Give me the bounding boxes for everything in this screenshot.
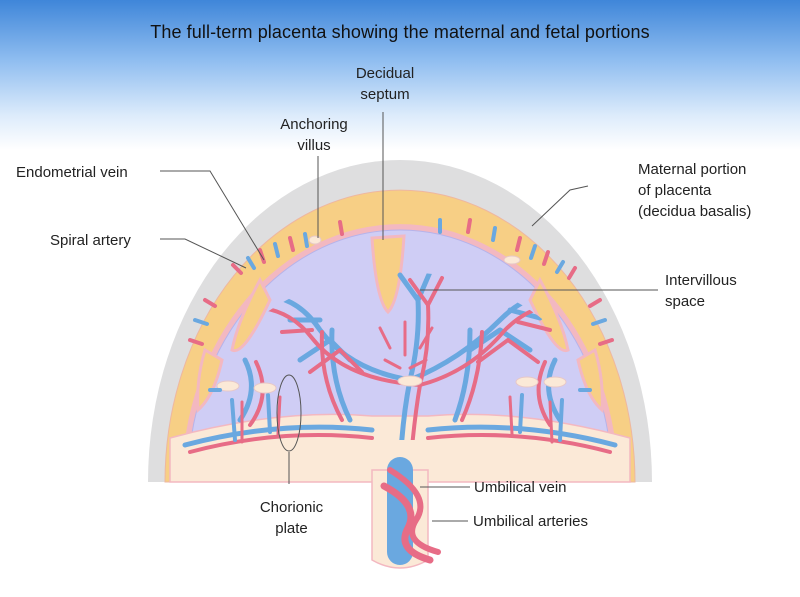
- label-chorionic-plate: Chorionic plate: [259, 499, 324, 537]
- umbilical-artery-2: [387, 467, 441, 555]
- label-spiral-artery: Spiral artery: [50, 232, 131, 249]
- label-maternal-portion: Maternal portion of placenta (decidua ba…: [638, 161, 752, 220]
- leader-lines: [160, 112, 658, 522]
- label-anchoring-villus: Anchoring villus: [280, 116, 348, 154]
- umbilical-vessels: [380, 457, 441, 565]
- decidual-septa: [196, 234, 604, 414]
- label-intervillous-space: Intervillous space: [665, 272, 737, 310]
- label-umbilical-arteries: Umbilical arteries: [473, 513, 589, 530]
- diagram-title: The full-term placenta showing the mater…: [150, 22, 650, 42]
- villous-trees: [237, 272, 563, 440]
- label-decidual-septum: Decidual septum: [355, 65, 415, 103]
- umbilical-artery-1: [380, 482, 434, 564]
- chorionic-vessels: [182, 393, 618, 454]
- label-umbilical-vein: Umbilical vein: [474, 479, 567, 496]
- label-endometrial-vein: Endometrial vein: [16, 164, 128, 181]
